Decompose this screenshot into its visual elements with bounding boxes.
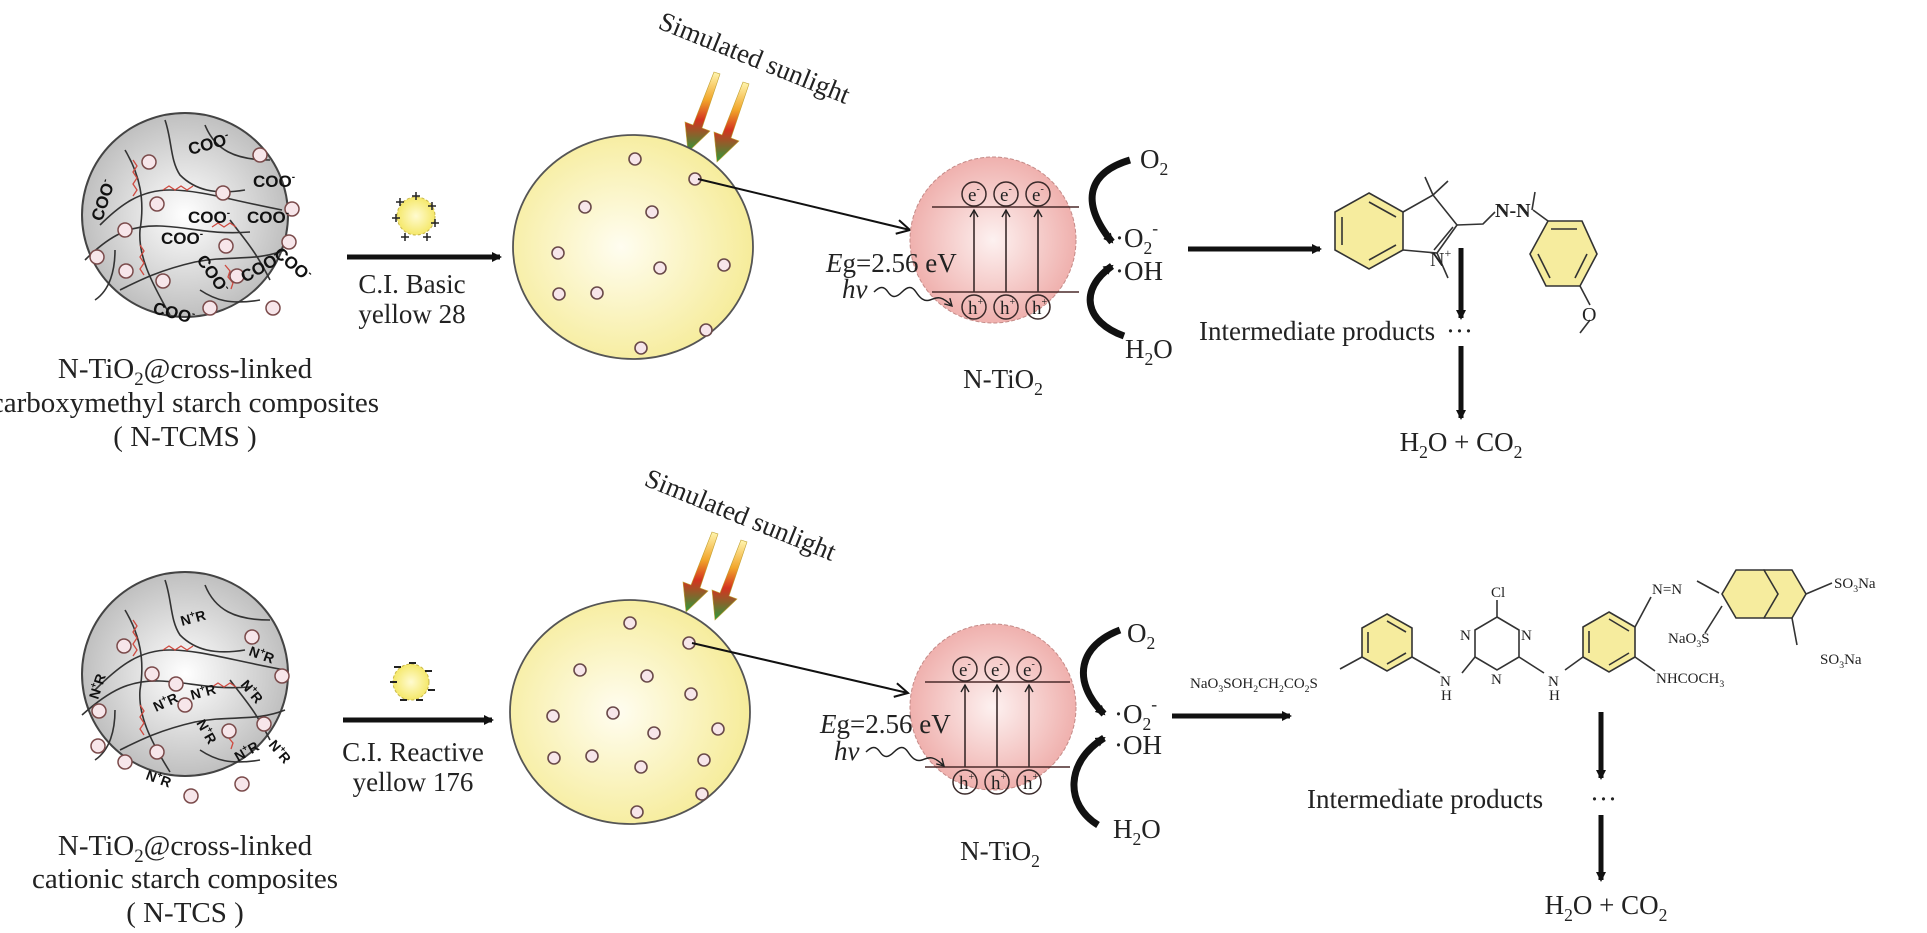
ros-reaction-arrows bbox=[1086, 156, 1132, 340]
crosslinks bbox=[132, 159, 237, 290]
holes: h+ h+ h+ bbox=[952, 769, 1042, 795]
amine-nitrogen: N bbox=[1548, 674, 1559, 690]
hole-label: h+ bbox=[968, 297, 984, 319]
svg-text:COO-: COO- bbox=[247, 208, 289, 227]
hydroxyl-radical-label: ·OH bbox=[1115, 256, 1163, 286]
electron-label: e- bbox=[1032, 184, 1044, 206]
excitation-arrows bbox=[969, 208, 1043, 292]
dye-molecule-anionic bbox=[390, 662, 435, 701]
bandgap-label: Eg=2.56 eV bbox=[819, 709, 951, 739]
svg-text:N+R: N+R bbox=[178, 606, 207, 629]
dye-loaded-particle bbox=[509, 599, 751, 825]
photocatalyst-ntio2: e- e- e- h+ h+ h+ bbox=[909, 623, 1077, 795]
nanoparticle-beads bbox=[89, 147, 300, 316]
composite-name-line1: N-TiO2@cross-linked bbox=[58, 830, 313, 867]
hydroxyl-radical-label: ·OH bbox=[1114, 730, 1162, 760]
superoxide-label: ·O2- bbox=[1115, 218, 1158, 258]
triazine-nitrogen: N bbox=[1491, 672, 1502, 688]
amine-hydrogen: H bbox=[1549, 688, 1560, 704]
triazine-nitrogen: N bbox=[1460, 628, 1471, 644]
panel-top: COO- COO- COO- COO- COO- COO- COO- COO- … bbox=[0, 6, 1598, 462]
positive-charge-icons bbox=[392, 192, 439, 241]
indolium-nitrogen-label: N+ bbox=[1430, 246, 1451, 271]
final-products-label: H2O + CO2 bbox=[1400, 427, 1523, 462]
svg-text:N+R: N+R bbox=[188, 680, 217, 703]
photocatalyst-ntio2: e- e- e- h+ h+ h+ bbox=[909, 156, 1079, 324]
holes: h+ h+ h+ bbox=[961, 294, 1051, 320]
dye-label-line1: C.I. Basic bbox=[358, 269, 465, 299]
amine-hydrogen: H bbox=[1441, 688, 1452, 704]
catalyst-label: N-TiO2 bbox=[963, 364, 1043, 399]
zoom-in-arrow bbox=[691, 642, 911, 698]
photon-wave-icon bbox=[865, 746, 945, 767]
azo-nitrogen-label: N-N bbox=[1495, 200, 1531, 222]
water-label: H2O bbox=[1113, 814, 1161, 849]
hole-label: h+ bbox=[1000, 297, 1016, 319]
svg-text:COO-: COO- bbox=[253, 172, 295, 191]
sulfonate-left: NaO3S bbox=[1668, 631, 1710, 650]
final-products-label: H2O + CO2 bbox=[1545, 890, 1668, 925]
amine-nitrogen: N bbox=[1440, 674, 1451, 690]
photon-label: hv bbox=[842, 274, 868, 304]
triazine-nitrogen: N bbox=[1521, 628, 1532, 644]
composite-name-line2: cationic starch composites bbox=[32, 863, 338, 895]
electron-label: e- bbox=[991, 659, 1003, 681]
superoxide-label: ·O2- bbox=[1114, 694, 1157, 734]
dye-label-line2: yellow 176 bbox=[353, 767, 474, 797]
panel-bottom: N+R N+R N+R N+R N+R N+R N+R N+R N+R N+R … bbox=[32, 463, 1876, 929]
zoom-in-arrow bbox=[697, 178, 913, 235]
hole-label: h+ bbox=[959, 772, 975, 794]
oxygen-label: O2 bbox=[1127, 618, 1155, 653]
sulfonate-bottom: SO3Na bbox=[1820, 652, 1862, 671]
bandgap-label: Eg=2.56 eV bbox=[825, 248, 957, 278]
dye-label-line1: C.I. Reactive bbox=[342, 737, 484, 767]
composite-particle-ntcms: COO- COO- COO- COO- COO- COO- COO- COO- … bbox=[81, 112, 315, 327]
svg-text:N+R: N+R bbox=[85, 671, 109, 701]
acetamido-group: NHCOCH3 bbox=[1656, 671, 1724, 690]
ros-reaction-arrows bbox=[1070, 626, 1122, 828]
sunlight-label: Simulated sunlight bbox=[655, 6, 855, 110]
composite-name-line2: carboxymethyl starch composites bbox=[0, 387, 379, 419]
photon-wave-icon bbox=[873, 286, 953, 307]
methoxy-oxygen-label: O bbox=[1582, 304, 1596, 326]
dye-molecule-cationic bbox=[392, 192, 439, 241]
intermediate-products-label: Intermediate products bbox=[1199, 316, 1435, 346]
chlorine-label: Cl bbox=[1491, 585, 1505, 601]
hole-label: h+ bbox=[1023, 772, 1039, 794]
catalyst-label: N-TiO2 bbox=[960, 836, 1040, 871]
negative-charge-icons bbox=[390, 662, 435, 701]
ellipsis: ··· bbox=[1446, 316, 1473, 346]
dye-label-line2: yellow 28 bbox=[358, 299, 465, 329]
composite-abbreviation: ( N-TCS ) bbox=[126, 897, 244, 929]
electrons: e- e- e- bbox=[961, 181, 1051, 207]
basic-yellow-28-structure bbox=[1334, 176, 1598, 334]
water-label: H2O bbox=[1125, 334, 1173, 369]
hole-label: h+ bbox=[991, 772, 1007, 794]
electron-label: e- bbox=[1023, 659, 1035, 681]
sulfonate-top: SO3Na bbox=[1834, 576, 1876, 595]
composite-name-line1: N-TiO2@cross-linked bbox=[58, 353, 313, 390]
hole-label: h+ bbox=[1032, 297, 1048, 319]
electron-label: e- bbox=[968, 184, 980, 206]
dye-loaded-particle bbox=[512, 134, 754, 360]
svg-text:COO-: COO- bbox=[161, 229, 203, 248]
svg-text:COO-: COO- bbox=[188, 208, 230, 227]
azo-group: N=N bbox=[1652, 582, 1682, 598]
composite-abbreviation: ( N-TCMS ) bbox=[113, 421, 256, 453]
electrons: e- e- e- bbox=[952, 656, 1042, 682]
electron-label: e- bbox=[1000, 184, 1012, 206]
sunlight-rays-icon bbox=[684, 71, 750, 163]
svg-text:N+R: N+R bbox=[266, 736, 295, 766]
reactive-yellow-176-structure bbox=[1339, 569, 1833, 674]
electron-label: e- bbox=[959, 659, 971, 681]
intermediate-products-label: Intermediate products bbox=[1307, 784, 1543, 814]
composite-particle-ntcs: N+R N+R N+R N+R N+R N+R N+R N+R N+R N+R bbox=[81, 571, 295, 804]
sunlight-rays-icon bbox=[682, 531, 748, 621]
ellipsis: ··· bbox=[1590, 784, 1617, 814]
photon-label: hv bbox=[834, 736, 860, 766]
oxygen-label: O2 bbox=[1140, 144, 1168, 179]
sulfonyl-ethyl-group: NaO3SOH2CH2CO2S bbox=[1190, 676, 1318, 695]
